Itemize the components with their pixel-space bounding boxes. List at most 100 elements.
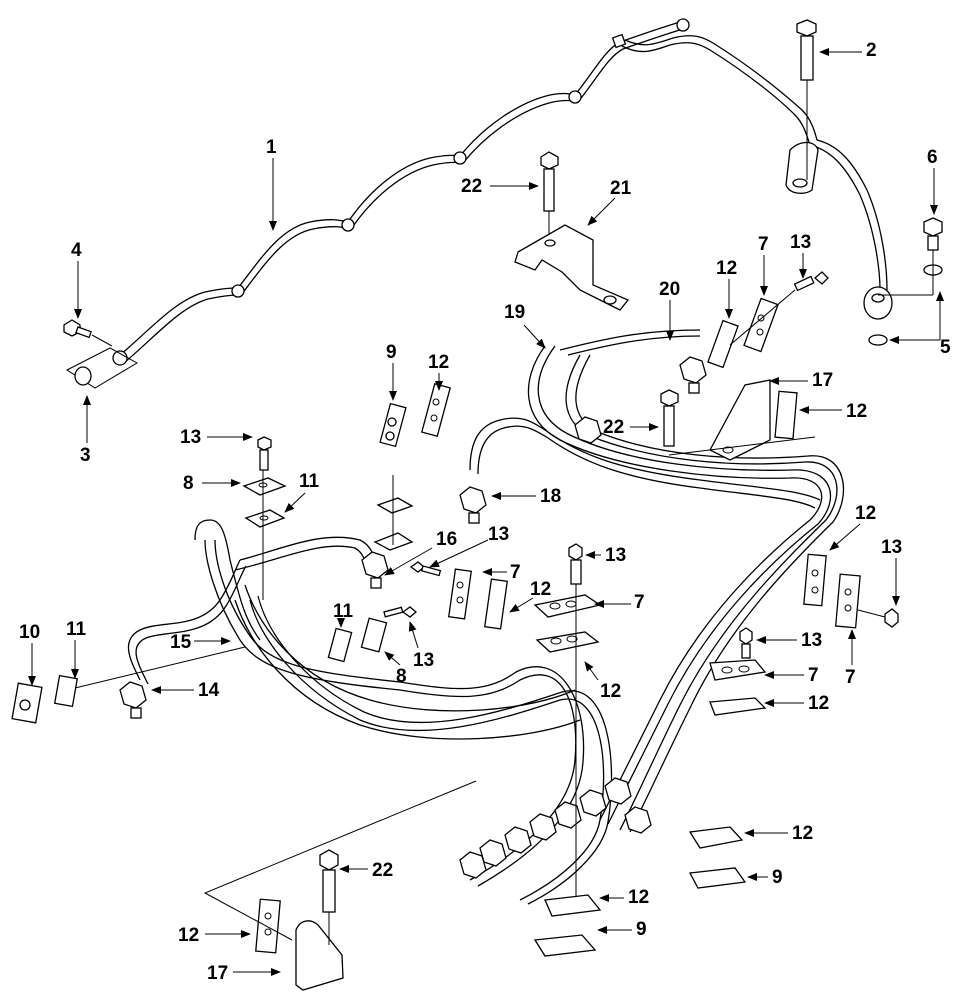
callout-7a: 7 bbox=[758, 234, 769, 296]
callout-9a: 9 bbox=[386, 342, 397, 401]
callout-label: 6 bbox=[927, 147, 938, 168]
callout-label: 20 bbox=[659, 279, 680, 300]
callout-8a: 8 bbox=[183, 473, 241, 494]
callouts: 1 2 3 4 5 6 7 7 7 7 7 8 8 9 9 9 10 11 11… bbox=[19, 40, 951, 984]
callout-13f: 13 bbox=[881, 537, 902, 606]
callout-7b: 7 bbox=[482, 562, 521, 583]
callout-7c: 7 bbox=[594, 592, 645, 613]
clamps-and-plates bbox=[11, 379, 899, 991]
callout-label: 13 bbox=[413, 650, 434, 671]
callout-label: 1 bbox=[266, 137, 277, 158]
callout-11a: 11 bbox=[66, 619, 87, 679]
callout-label: 13 bbox=[488, 524, 509, 545]
callout-7d: 7 bbox=[764, 665, 819, 686]
callout-7e: 7 bbox=[845, 629, 856, 688]
callout-label: 11 bbox=[299, 471, 320, 492]
callout-13c: 13 bbox=[429, 524, 509, 568]
callout-9b: 9 bbox=[747, 867, 783, 888]
callout-17a: 17 bbox=[769, 370, 833, 391]
callout-label: 11 bbox=[333, 601, 354, 622]
callout-20: 20 bbox=[659, 279, 680, 341]
callout-21: 21 bbox=[587, 178, 632, 226]
callout-label: 15 bbox=[170, 632, 192, 653]
callout-label: 2 bbox=[866, 40, 877, 61]
callout-label: 12 bbox=[628, 887, 649, 908]
callout-1: 1 bbox=[266, 137, 277, 231]
callout-12h: 12 bbox=[744, 823, 813, 844]
leak-off-line bbox=[112, 18, 893, 366]
callout-label: 22 bbox=[461, 176, 482, 197]
callout-label: 12 bbox=[428, 352, 449, 373]
callout-3: 3 bbox=[80, 395, 91, 466]
callout-13d: 13 bbox=[585, 545, 626, 566]
callout-10: 10 bbox=[19, 622, 40, 686]
callout-label: 9 bbox=[636, 919, 647, 940]
callout-12f: 12 bbox=[829, 503, 876, 551]
callout-15: 15 bbox=[170, 632, 231, 653]
line-fittings bbox=[119, 356, 707, 879]
callout-label: 12 bbox=[792, 823, 813, 844]
callout-8b: 8 bbox=[384, 651, 407, 687]
upper-clamp-set bbox=[707, 271, 829, 369]
callout-label: 11 bbox=[66, 619, 87, 640]
callout-label: 7 bbox=[634, 592, 645, 613]
callout-label: 10 bbox=[19, 622, 40, 643]
callout-label: 12 bbox=[530, 579, 551, 600]
callout-13e: 13 bbox=[408, 621, 434, 671]
callout-label: 13 bbox=[790, 232, 811, 253]
callout-label: 9 bbox=[772, 867, 783, 888]
bolt-4-clip-3 bbox=[63, 319, 139, 389]
callout-12e: 12 bbox=[584, 661, 621, 702]
callout-label: 17 bbox=[812, 370, 833, 391]
callout-label: 13 bbox=[180, 427, 201, 448]
callout-11c: 11 bbox=[333, 601, 354, 628]
callout-label: 12 bbox=[600, 681, 621, 702]
callout-label: 9 bbox=[386, 342, 397, 363]
callout-22c: 22 bbox=[339, 860, 393, 881]
callout-12j: 12 bbox=[178, 925, 251, 946]
callout-label: 7 bbox=[758, 234, 769, 255]
callout-12i: 12 bbox=[599, 887, 649, 908]
callout-label: 7 bbox=[845, 667, 856, 688]
callout-4: 4 bbox=[71, 240, 82, 319]
callout-label: 13 bbox=[605, 545, 626, 566]
callout-label: 14 bbox=[198, 680, 220, 701]
callout-6: 6 bbox=[927, 147, 938, 215]
callout-label: 7 bbox=[510, 562, 521, 583]
callout-12g: 12 bbox=[764, 693, 829, 714]
callout-13b: 13 bbox=[180, 427, 253, 448]
callout-label: 12 bbox=[855, 503, 876, 524]
callout-label: 18 bbox=[540, 486, 561, 507]
callout-label: 16 bbox=[436, 529, 457, 550]
callout-12b: 12 bbox=[716, 258, 737, 319]
callout-label: 21 bbox=[610, 178, 632, 199]
callout-label: 12 bbox=[716, 258, 737, 279]
callout-16: 16 bbox=[384, 529, 457, 576]
callout-19: 19 bbox=[504, 302, 546, 349]
callout-label: 19 bbox=[504, 302, 525, 323]
callout-label: 5 bbox=[940, 337, 951, 358]
callout-22b: 22 bbox=[603, 417, 659, 438]
callout-label: 8 bbox=[183, 473, 194, 494]
callout-18: 18 bbox=[491, 486, 561, 507]
callout-13a: 13 bbox=[790, 232, 811, 279]
callout-label: 22 bbox=[372, 860, 393, 881]
callout-13g: 13 bbox=[756, 630, 822, 651]
callout-12d: 12 bbox=[509, 579, 551, 613]
callout-label: 22 bbox=[603, 417, 624, 438]
callout-label: 3 bbox=[80, 445, 91, 466]
callout-22a: 22 bbox=[461, 176, 539, 197]
callout-label: 17 bbox=[207, 963, 228, 984]
callout-label: 12 bbox=[846, 401, 867, 422]
callout-12a: 12 bbox=[428, 352, 449, 391]
callout-label: 8 bbox=[396, 666, 407, 687]
callout-9c: 9 bbox=[597, 919, 647, 940]
banjo-bolt-6 bbox=[868, 217, 943, 346]
callout-5: 5 bbox=[889, 291, 951, 358]
bolt-2 bbox=[796, 19, 817, 180]
callout-label: 12 bbox=[808, 693, 829, 714]
callout-11b: 11 bbox=[284, 471, 320, 513]
callout-label: 4 bbox=[71, 240, 82, 261]
callout-label: 7 bbox=[808, 665, 819, 686]
